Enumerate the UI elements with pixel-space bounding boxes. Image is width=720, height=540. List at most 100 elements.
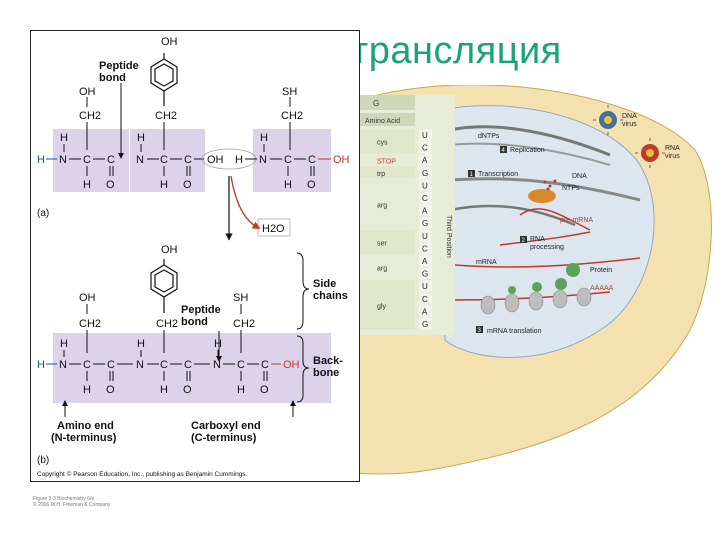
c1-alpha-a: C [83, 154, 91, 166]
peptide-bond-label-b-2: bond [181, 316, 208, 328]
oh-ser-b: OH [79, 292, 96, 304]
codon-base-label: G [422, 169, 428, 178]
h3-bottom-b: H [237, 384, 245, 396]
ntps-label: NTPs [562, 185, 580, 192]
small-caption-line-2: © 2006 W.H. Freeman & Company [33, 502, 111, 508]
amino-end-label-2: (N-terminus) [51, 432, 117, 444]
ch2-ser-b: CH2 [79, 318, 101, 330]
backbone-label-1: Back- [313, 355, 343, 367]
codon-base-cell [419, 242, 432, 254]
h-n2-top-b: H [137, 338, 145, 350]
mrna-label: mRNA [476, 259, 497, 266]
n3-a: N [259, 154, 267, 166]
codon-row-bg [355, 129, 415, 154]
codon-row-bg [355, 255, 415, 280]
codon-amino-acid: trp [377, 171, 385, 178]
dntps-label: dNTPs [478, 133, 500, 140]
h2-bottom-a: H [160, 179, 168, 191]
small-caption: Figure 3-3 Biochemistry 6/e © 2006 W.H. … [33, 496, 110, 508]
codon-base-label: A [422, 156, 428, 165]
codon-base-cell [419, 154, 432, 166]
pre-mrna-label: pre-mRNA [560, 217, 593, 224]
side-chains-label-1: Side [313, 278, 336, 290]
peptide-bond-label-b-1: Peptide [181, 304, 221, 316]
h2-bottom-b: H [160, 384, 168, 396]
codon-base-cell [419, 267, 432, 280]
benzene-ring-a [150, 53, 178, 106]
rna-processing-label-2: processing [530, 244, 564, 251]
codon-amino-acid: arg [377, 266, 387, 273]
h3-bottom-a: H [284, 179, 292, 191]
codon-base-cell [419, 318, 432, 330]
part-b-label: (b) [37, 455, 49, 466]
codon-base-label: C [422, 194, 428, 203]
codon-base-label: C [422, 244, 428, 253]
c2-alpha-a: C [160, 154, 168, 166]
oh-tyr-b: OH [161, 244, 178, 256]
sh-cys-b: SH [233, 292, 248, 304]
step-3-label: 3 [478, 328, 482, 334]
c1-carbonyl-b: C [107, 359, 115, 371]
o2-b: O [183, 384, 192, 396]
codon-base-cell [419, 129, 432, 141]
replication-label: Replication [510, 147, 545, 154]
codon-base-cell [419, 255, 432, 267]
c2-carbonyl-b: C [184, 359, 192, 371]
oh-c-terminal-a: OH [333, 154, 350, 166]
poly-a-label: AAAAA [590, 285, 614, 292]
codon-base-cell [419, 305, 432, 317]
h-leaving-a: H [235, 154, 243, 166]
codon-base-label: A [422, 257, 428, 266]
codon-base-label: G [422, 320, 428, 329]
codon-base-cell [419, 166, 432, 179]
oh-leaving-a: OH [207, 154, 224, 166]
codon-base-label: G [422, 219, 428, 228]
ch2-cys-a: CH2 [281, 110, 303, 122]
o1-a: O [106, 179, 115, 191]
codon-row-bg [355, 280, 415, 330]
copyright-text: Copyright © Pearson Education, Inc., pub… [37, 470, 248, 478]
h1-bottom-a: H [83, 179, 91, 191]
carboxyl-end-label-2: (C-terminus) [191, 432, 257, 444]
n2-a: N [136, 154, 144, 166]
dna-virus-label-2: virus [622, 121, 637, 128]
codon-amino-acid: gly [377, 303, 386, 310]
part-a-label: (a) [37, 208, 49, 219]
n3-b: N [213, 359, 221, 371]
codon-base-label: U [422, 181, 428, 190]
ch2-ser-a: CH2 [79, 110, 101, 122]
peptide-bond-figure: OH Peptide bond OH CH2 CH2 SH CH2 H H N … [30, 30, 360, 482]
step-4-label: 4 [502, 148, 506, 154]
peptide-bond-label-a-1: Peptide [99, 60, 139, 72]
step-1-label: 1 [470, 172, 474, 178]
h-n3-top-b: H [214, 338, 222, 350]
benzene-ring-b [150, 259, 178, 313]
codon-row-bg [355, 166, 415, 179]
small-caption-line-1: Figure 3-3 Biochemistry 6/e [33, 496, 95, 502]
peptide-bond-svg: OH Peptide bond OH CH2 CH2 SH CH2 H H N … [37, 36, 350, 478]
codon-base-cell [419, 229, 432, 242]
codon-base-cell [419, 280, 432, 292]
h-n-terminal-a: H [37, 154, 45, 166]
codon-row-bg [355, 154, 415, 166]
codon-base-label: A [422, 207, 428, 216]
n2-b: N [136, 359, 144, 371]
codon-base-label: C [422, 144, 428, 153]
codon-base-label: U [422, 232, 428, 241]
sh-cys-a: SH [282, 86, 297, 98]
step-2-label: 2 [522, 238, 526, 244]
protein-label: Protein [590, 267, 612, 274]
water-label: H2O [262, 223, 285, 235]
codon-table-header: G [373, 99, 379, 108]
dna-virus-icon [593, 105, 623, 135]
codon-base-label: U [422, 131, 428, 140]
codon-base-label: A [422, 307, 428, 316]
third-position-label: Third Position [445, 215, 452, 258]
peptide-bond-label-a-2: bond [99, 72, 126, 84]
oh-tyr-a: OH [161, 36, 178, 48]
ch2-tyr-a: CH2 [155, 110, 177, 122]
codon-row-bg [355, 179, 415, 229]
codon-base-cell [419, 141, 432, 154]
c1-carbonyl-a: C [107, 154, 115, 166]
oh-c-terminal-b: OH [283, 359, 300, 371]
